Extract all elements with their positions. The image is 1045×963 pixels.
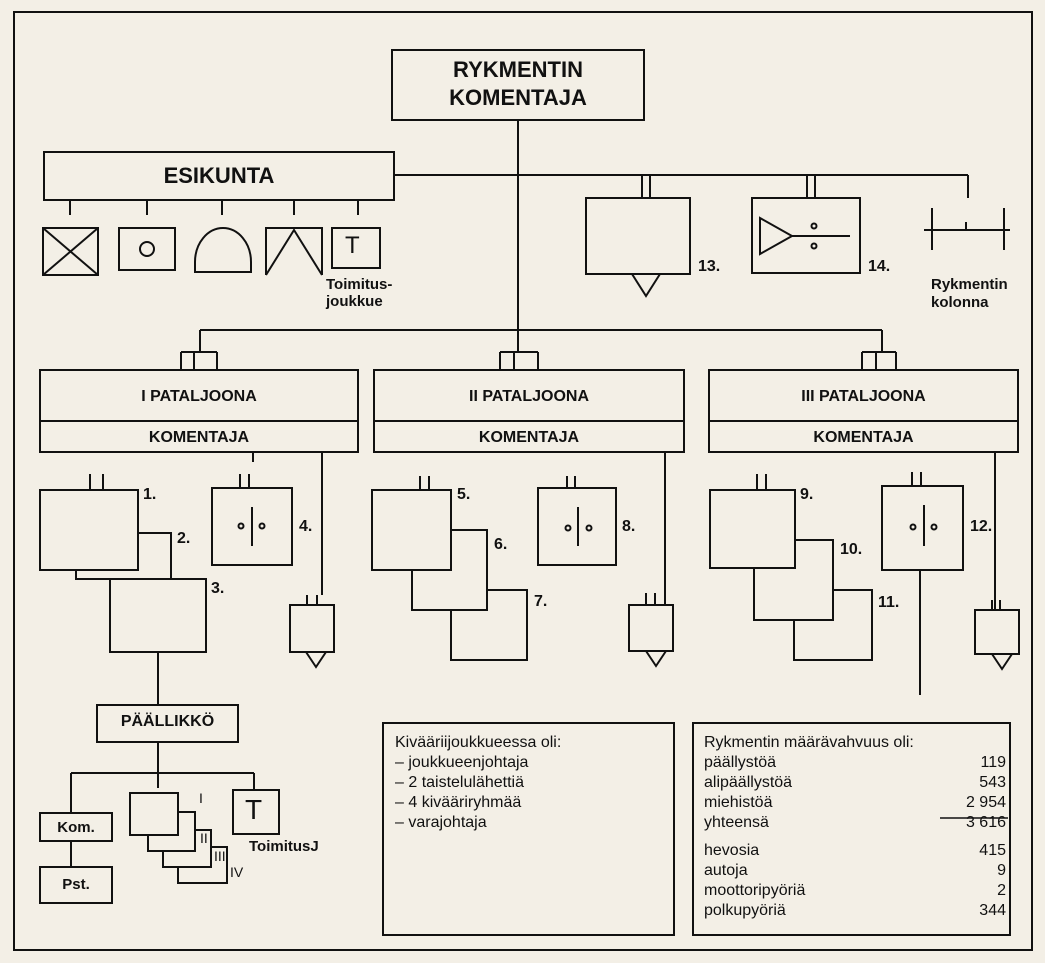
unit-number-12: 12. [970, 518, 993, 535]
strength-label: alipäällystöä [704, 774, 793, 791]
equipment-row: moottoripyöriä 2 [704, 881, 1006, 901]
unit-number-7: 7. [534, 593, 548, 610]
staff-supply-line2: joukkue [326, 293, 383, 310]
strength-row: alipäällystöä 543 [704, 773, 1006, 793]
strength-info-box [692, 722, 1011, 936]
rifle-platoon-item: – 2 taistelulähettiä [395, 774, 524, 791]
unit-13-box [585, 197, 691, 275]
unit-number-6: 6. [494, 536, 508, 553]
equipment-label: moottoripyöriä [704, 882, 806, 899]
equipment-row: polkupyöriä 344 [704, 901, 1006, 921]
battalion-3-box [708, 369, 1019, 453]
strength-value: 119 [980, 754, 1006, 771]
staff-unit-hq-box [42, 227, 99, 276]
unit-number-10: 10. [840, 541, 863, 558]
rifle-platoon-info-box [382, 722, 675, 936]
company-supply-box [232, 789, 280, 835]
unit-14-box [751, 197, 861, 274]
equipment-value: 415 [979, 842, 1006, 859]
regiment-column-line1: Rykmentin [931, 276, 1008, 293]
unit-number-3: 3. [211, 580, 225, 597]
staff-title: ESIKUNTA [163, 163, 275, 188]
platoon-label-II: II [200, 830, 208, 846]
staff-supply-line1: Toimitus- [326, 276, 393, 293]
battalion-1-title: I PATALJOONA [141, 388, 257, 405]
rifle-platoon-item: – 4 kivääriryhmää [395, 794, 522, 811]
battalion-1-box [39, 369, 359, 453]
unit-number-5: 5. [457, 486, 471, 503]
strength-info: Rykmentin määrävahvuus oli: päällystöä 11… [704, 733, 1006, 921]
strength-total-value: 3 616 [965, 814, 1006, 831]
unit-number-11: 11. [878, 594, 900, 611]
unit-number-14: 14. [868, 258, 891, 275]
staff-supply-symbol: T [345, 232, 360, 259]
strength-total-row: yhteensä 3 616 [704, 813, 1006, 833]
rifle-platoon-item: – joukkueenjohtaja [395, 754, 529, 771]
equipment-value: 344 [979, 902, 1006, 919]
company-supply-symbol: T [245, 794, 263, 825]
company-kom-box [39, 812, 113, 842]
staff-supply-box [331, 227, 381, 269]
strength-total-label: yhteensä [704, 814, 769, 831]
battalion-2-box [373, 369, 685, 453]
equipment-row: hevosia 415 [704, 841, 1006, 861]
battalion-3-commander: KOMENTAJA [813, 429, 914, 446]
strength-value: 2 954 [965, 794, 1006, 811]
regiment-column-line2: kolonna [931, 294, 989, 311]
strength-row: päällystöä 119 [704, 753, 1006, 773]
unit-number-9: 9. [800, 486, 814, 503]
unit-number-1: 1. [143, 486, 157, 503]
strength-row: miehistöä 2 954 [704, 793, 1006, 813]
company-chief-label: PÄÄLLIKKÖ [120, 713, 215, 730]
staff-unit-chevron [265, 227, 323, 276]
equipment-value: 9 [997, 862, 1006, 879]
strength-label: päällystöä [704, 754, 777, 771]
battalion-1-commander: KOMENTAJA [148, 429, 250, 446]
platoon-label-IV: IV [230, 864, 244, 880]
platoon-I-box [129, 792, 179, 836]
unit-number-4: 4. [299, 518, 313, 535]
battalion-3-title: III PATALJOONA [801, 388, 926, 405]
rifle-platoon-item: – varajohtaja [395, 814, 487, 831]
company-pst-label: Pst. [62, 876, 90, 893]
staff-supply-label: Toimitus- joukkue [326, 276, 392, 310]
outer-frame [13, 11, 1033, 951]
unit-number-2: 2. [177, 530, 191, 547]
regiment-column-label: Rykmentin kolonna [931, 276, 1008, 312]
battalion-2-title: II PATALJOONA [469, 388, 589, 405]
strength-heading: Rykmentin määrävahvuus oli: [704, 734, 914, 751]
equipment-label: polkupyöriä [704, 902, 786, 919]
rifle-platoon-heading: Kivääriijoukkueessa oli: [395, 734, 562, 751]
rifle-platoon-info: Kivääriijoukkueessa oli: – joukkueenjoht… [395, 733, 665, 833]
staff-unit-dome [194, 227, 252, 273]
regiment-commander-label: RYKMENTIN KOMENTAJA [392, 56, 644, 112]
equipment-row: autoja 9 [704, 861, 1006, 881]
strength-label: miehistöä [704, 794, 773, 811]
staff-unit-circle-box [118, 227, 176, 271]
strength-value: 543 [979, 774, 1006, 791]
regiment-commander-line1: RYKMENTIN [453, 57, 583, 82]
equipment-value: 2 [997, 882, 1006, 899]
battalion-2-commander: KOMENTAJA [478, 429, 580, 446]
equipment-label: autoja [704, 862, 748, 879]
platoon-label-I: I [199, 790, 203, 806]
unit-number-13: 13. [698, 258, 721, 275]
company-pst-box [39, 866, 113, 904]
company-supply-label: ToimitusJ [249, 838, 319, 855]
regiment-commander-line2: KOMENTAJA [449, 85, 587, 110]
unit-number-8: 8. [622, 518, 636, 535]
company-chief-box [96, 704, 239, 743]
company-kom-label: Kom. [57, 819, 95, 836]
platoon-label-III: III [214, 848, 226, 864]
equipment-label: hevosia [704, 842, 760, 859]
